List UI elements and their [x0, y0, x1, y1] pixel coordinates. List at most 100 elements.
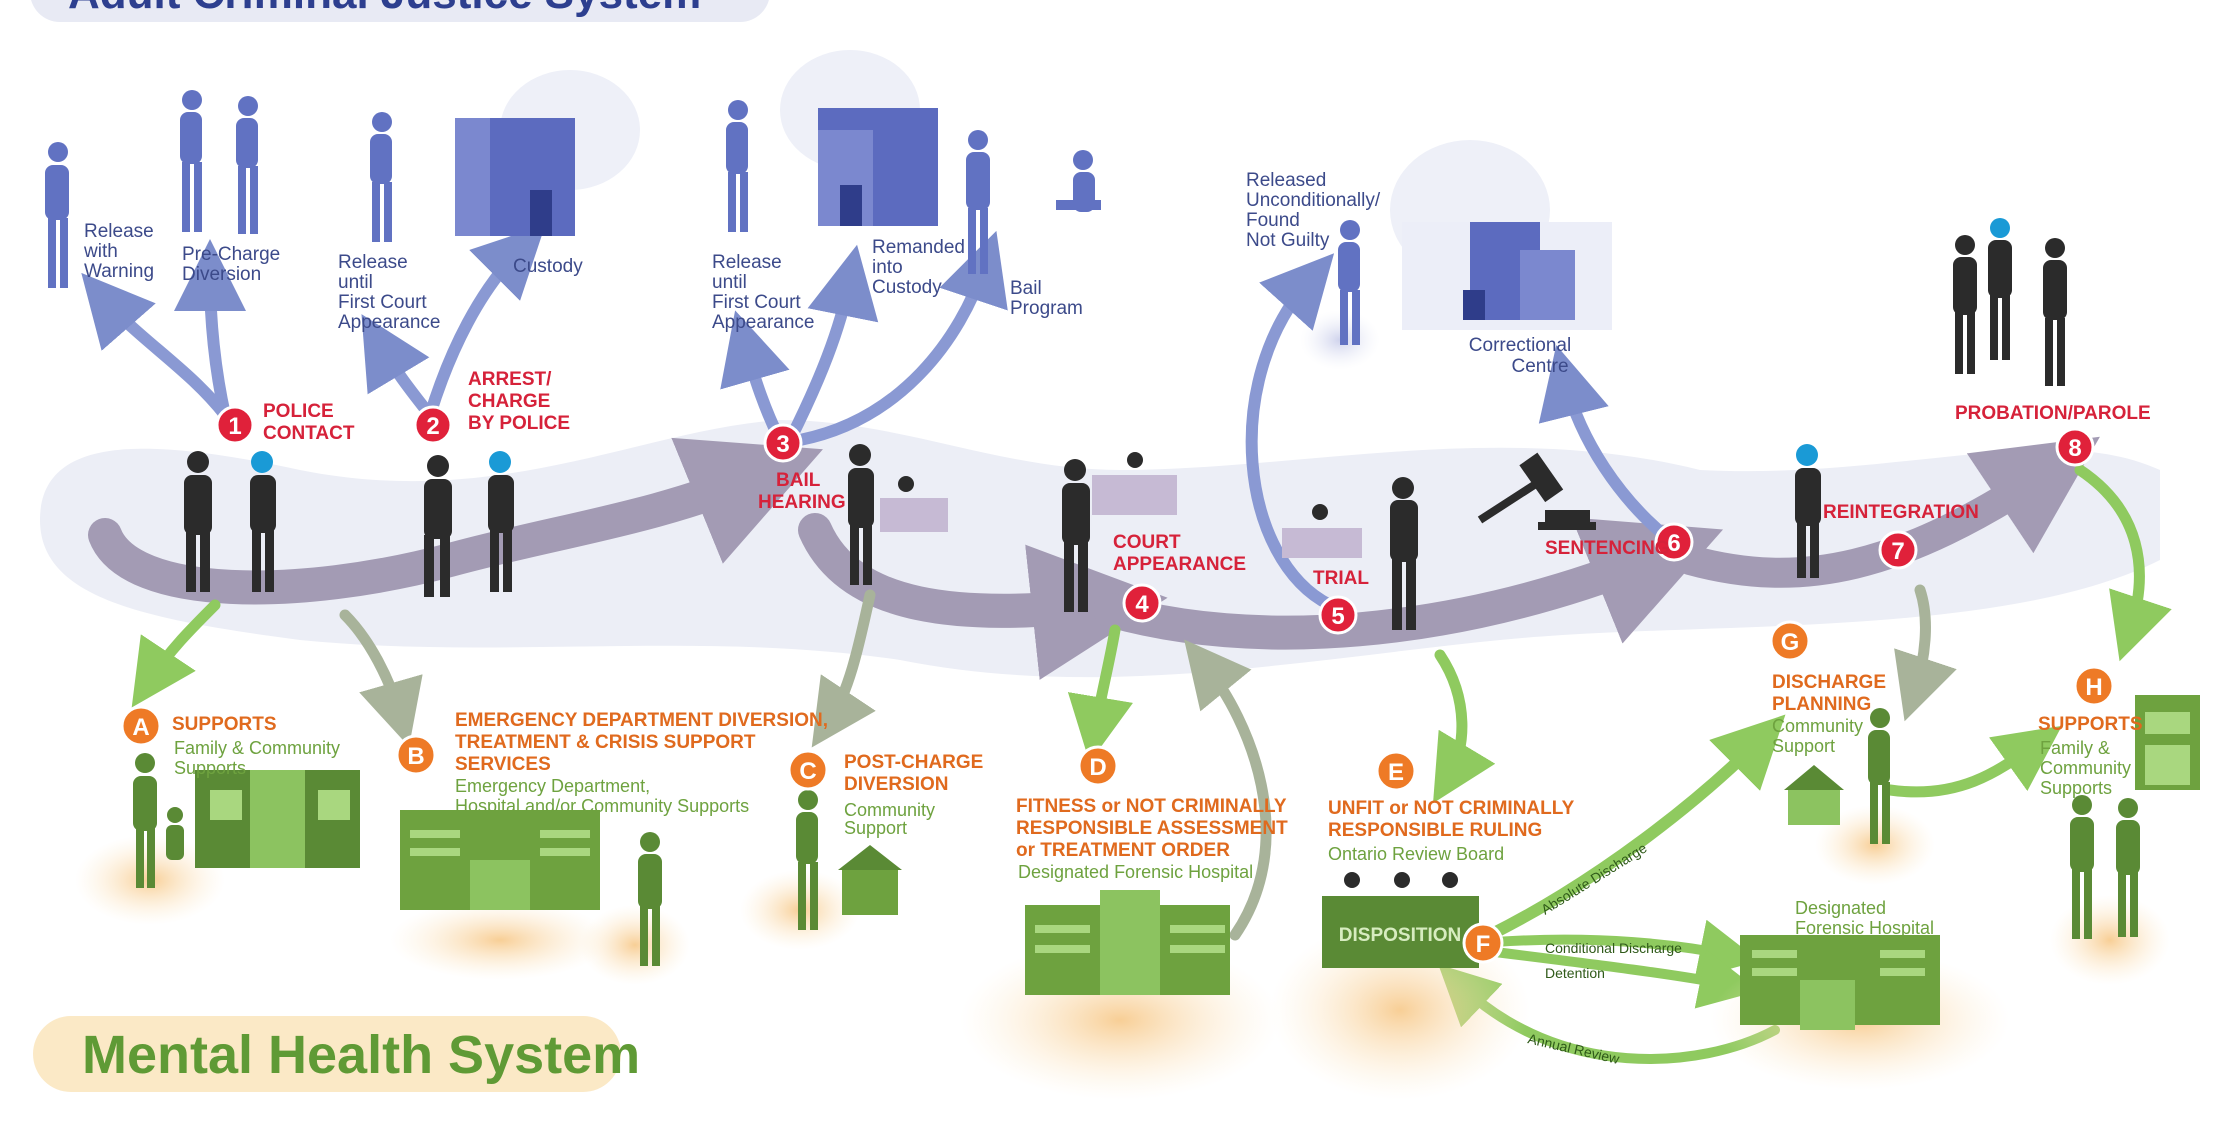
- mh-e-sub: Ontario Review Board: [1328, 844, 1504, 864]
- custody-label: Custody: [513, 256, 583, 277]
- supports-a-house-icon: [195, 770, 360, 868]
- remand-building-icon: [818, 108, 938, 226]
- courtroom-bench-icons: [880, 452, 1362, 558]
- svg-text:H: H: [2085, 674, 2102, 701]
- stage-5-label: TRIAL: [1313, 568, 1369, 589]
- svg-text:E: E: [1388, 759, 1404, 786]
- stage-8-label: PROBATION/PAROLE: [1955, 403, 2151, 424]
- mh-a-title: SUPPORTS: [172, 714, 277, 735]
- svg-text:C: C: [799, 758, 816, 785]
- disposition-board: DISPOSITION: [1322, 872, 1479, 968]
- mh-e-marker: E: [1375, 750, 1417, 792]
- custody-building-icon: [455, 118, 575, 236]
- stage-6-label: SENTENCING: [1545, 538, 1670, 559]
- stage-1-marker: 1: [215, 405, 255, 445]
- mh-people-figures: [133, 708, 2140, 966]
- community-house-c-icon: [838, 845, 902, 915]
- svg-text:6: 6: [1667, 530, 1680, 557]
- mh-markers: A B C D E F G H: [120, 620, 2115, 964]
- forensic-hospital-d-icon: [1025, 890, 1230, 995]
- correctional-centre-icon: [1402, 222, 1612, 330]
- mh-illustrations: [133, 695, 2200, 1030]
- mh-d-marker: D: [1077, 745, 1119, 787]
- svg-text:3: 3: [776, 431, 789, 458]
- stage-8-marker: 8: [2055, 427, 2095, 467]
- mh-b-marker: B: [395, 734, 437, 776]
- svg-text:8: 8: [2068, 435, 2081, 462]
- supports-h-house-icon: [2135, 695, 2200, 790]
- gavel-icon: [1477, 452, 1596, 530]
- svg-text:5: 5: [1331, 603, 1344, 630]
- stage-markers: 1 2 3 4 5 6 7 8: [215, 405, 2095, 635]
- mh-f-marker: F: [1462, 922, 1504, 964]
- disposition-label: DISPOSITION: [1339, 925, 1461, 946]
- mh-b-sub: Emergency Department,Hospital and/or Com…: [455, 776, 749, 816]
- stage-5-marker: 5: [1318, 595, 1358, 635]
- hospital-b-icon: [400, 810, 600, 910]
- mental-health-title-banner: Mental Health System: [33, 1016, 640, 1092]
- stage-4-marker: 4: [1122, 583, 1162, 623]
- forensic-hospital-f-icon: [1740, 935, 1940, 1030]
- svg-text:F: F: [1476, 931, 1491, 958]
- conditional-discharge-label: Conditional Discharge: [1545, 940, 1682, 956]
- svg-text:2: 2: [426, 413, 439, 440]
- mh-a-marker: A: [120, 705, 162, 747]
- stage-6-marker: 6: [1654, 522, 1694, 562]
- justice-pathway: [88, 436, 2100, 680]
- detention-label: Detention: [1545, 965, 1605, 981]
- stage-7-label: REINTEGRATION: [1823, 502, 1979, 523]
- mh-c-marker: C: [787, 749, 829, 791]
- stage-7-marker: 7: [1878, 530, 1918, 570]
- svg-text:4: 4: [1135, 591, 1149, 618]
- mental-health-title: Mental Health System: [82, 1025, 640, 1085]
- svg-text:1: 1: [228, 413, 241, 440]
- disposition-labels: Absolute Discharge Conditional Discharge…: [1526, 840, 1682, 1068]
- svg-text:D: D: [1089, 754, 1106, 781]
- criminal-justice-title: Adult Criminal Justice System: [68, 0, 701, 18]
- svg-text:A: A: [132, 714, 149, 741]
- mh-d-sub: Designated Forensic Hospital: [1018, 862, 1253, 882]
- outcome-figures: [45, 90, 1360, 345]
- defendant-figures: [184, 218, 2067, 630]
- stage-2-marker: 2: [413, 405, 453, 445]
- community-house-g-icon: [1784, 765, 1844, 825]
- svg-text:7: 7: [1891, 538, 1904, 565]
- stage-3-marker: 3: [763, 423, 803, 463]
- absolute-discharge-label: Absolute Discharge: [1538, 840, 1650, 918]
- svg-text:G: G: [1781, 629, 1800, 656]
- mh-g-marker: G: [1769, 620, 1811, 662]
- annual-review-label: Annual Review: [1526, 1030, 1621, 1067]
- mh-h-marker: H: [2073, 665, 2115, 707]
- svg-text:B: B: [407, 743, 424, 770]
- mh-arrows: [131, 464, 2172, 941]
- mh-h-title: SUPPORTS: [2038, 714, 2143, 735]
- mh-b-title: EMERGENCY DEPARTMENT DIVERSION,TREATMENT…: [455, 710, 828, 775]
- criminal-justice-title-banner: Adult Criminal Justice System: [31, 0, 769, 22]
